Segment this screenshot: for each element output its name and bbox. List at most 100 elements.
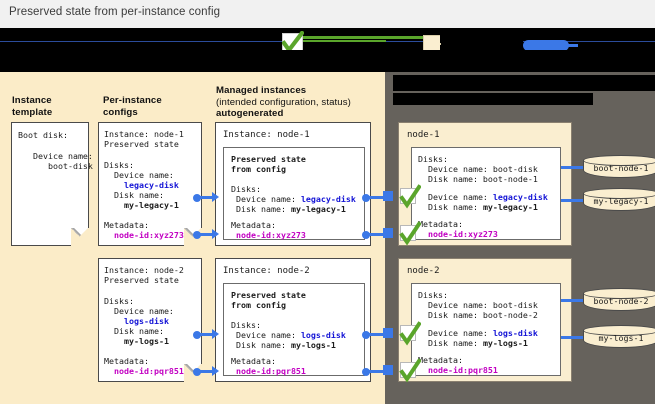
mi2-disk-name-label: Disk name: [231,340,291,350]
ri1-device-name-label: Device name: [418,192,493,202]
connector-line [368,196,386,199]
ri2-metadata-label: Metadata: [418,355,463,365]
connector-square [383,365,393,375]
connector-line [368,333,386,336]
legend-band [0,28,655,72]
mi2-disk-name-value: my-logs-1 [290,340,336,350]
instance-template-line2: template [12,106,53,118]
ri2-disk-name-label: Disk name: [418,338,483,348]
mi2-metadata-value: node-id:pqr851 [231,366,306,376]
connector-line-disk [561,336,583,339]
instance-template-line1: Instance [12,95,52,106]
right-panel-redaction-2 [393,93,593,105]
mi1-preserved-heading: Preserved state from config [231,154,306,175]
mi1-disks-label: Disks: [231,184,261,194]
ri2-disk-name-value: my-logs-1 [482,338,528,348]
mi2-preserved-heading: Preserved state from config [231,290,306,311]
connector-line [199,233,213,236]
mi1-preserved-state-inner: Preserved state from config Disks: Devic… [223,147,365,240]
connector-dot [362,194,370,202]
column-heading-per-instance-configs: Per-instance configs [103,95,203,118]
connector-line-disk [561,199,583,202]
connector-square [383,191,393,201]
disk-label: my-logs-1 [598,333,644,343]
cylinder-top [583,288,655,299]
ri2-disks-label: Disks: [418,290,448,300]
mi2-device-name-row: Device name: logs-disk [231,330,346,340]
connector-square [383,228,393,238]
connector-arrowhead [212,329,219,339]
ri1-disk-name-value: my-legacy-1 [482,202,538,212]
pic2-metadata-value: node-id:pqr851 [104,366,184,376]
connector-dot [362,331,370,339]
per-instance-configs-line1: Per-instance [103,95,162,106]
managed-instances-line3: autogenerated [216,108,284,119]
connector-line [368,370,386,373]
cylinder-top [583,188,655,199]
pic2-disks-label: Disks: [104,296,134,306]
mi1-metadata-label: Metadata: [231,220,276,230]
mi2-preserved-state-inner: Preserved state from config Disks: Devic… [223,283,365,376]
persistent-disk-boot-node-1: boot-node-1 [583,155,655,181]
ri2-device-name-label: Device name: [418,328,493,338]
preserved-check-badge [400,225,416,241]
mi1-device-name-label: Device name: [231,194,301,204]
legend-green-line-2 [296,40,386,42]
pic2-device-name-value: logs-disk [104,316,169,326]
pic2-device-name-label: Device name: [104,306,174,316]
connector-line [199,370,213,373]
running-instance-card-node-1: node-1 Disks: Device name: boot-disk Dis… [398,122,572,246]
managed-instances-line2: (intended configuration, status) [216,96,351,108]
legend-blue-disk-icon [523,40,569,51]
mi1-device-name-row: Device name: legacy-disk [231,194,356,204]
pic1-disk-name-value: my-legacy-1 [104,200,179,210]
connector-dot [193,368,201,376]
pic1-metadata-value: node-id:xyz273 [104,230,184,240]
ri2-disk-name-row: Disk name: my-logs-1 [418,338,528,348]
ri1-device-name-row: Device name: legacy-disk [418,192,548,202]
ri1-disk-name-label: Disk name: [418,202,483,212]
ri2-details-inner: Disks: Device name: boot-disk Disk name:… [411,283,561,376]
cylinder-top [583,325,655,336]
legend-redaction-5 [440,45,523,52]
mi2-device-name-value: logs-disk [300,330,346,340]
pic2-metadata-label: Metadata: [104,356,149,366]
page-title: Preserved state from per-instance config [9,6,221,18]
pic1-header: Instance: node-1 Preserved state [104,129,184,150]
mi1-disk-name-value: my-legacy-1 [290,204,346,214]
ri1-details-inner: Disks: Device name: boot-disk Disk name:… [411,147,561,240]
connector-arrowhead [212,366,219,376]
page-fold-corner-icon [71,228,89,246]
pic1-device-name-value: legacy-disk [104,180,179,190]
mi1-disk-name-row: Disk name: my-legacy-1 [231,204,346,214]
pic1-metadata-label: Metadata: [104,220,149,230]
ri2-boot-disk-line: Disk name: boot-node-2 [418,310,538,320]
managed-instance-card-node-1: Instance: node-1 Preserved state from co… [215,122,371,246]
mi2-disk-name-row: Disk name: my-logs-1 [231,340,336,350]
mi1-device-name-value: legacy-disk [300,194,356,204]
per-instance-config-card-node-1: Instance: node-1 Preserved state Disks: … [98,122,202,246]
connector-line-disk [561,299,583,302]
ri2-device-name-value: logs-disk [492,328,538,338]
legend-redaction-7 [578,42,655,52]
mi2-title: Instance: node-2 [223,266,310,276]
pic1-disks-label: Disks: [104,160,134,170]
ri1-boot-disk-line: Disk name: boot-node-1 [418,174,538,184]
connector-line [368,233,386,236]
legend-redaction-3 [305,42,423,51]
ri2-metadata-value: node-id:pqr851 [418,365,498,375]
ri2-device-name-row: Device name: logs-disk [418,328,538,338]
per-instance-configs-line2: configs [103,106,138,118]
pic2-disk-name-value: my-logs-1 [104,336,169,346]
caption-bar: Preserved state from per-instance config [0,0,655,28]
column-heading-managed-instances: Managed instances (intended configuratio… [216,85,386,120]
connector-square [383,328,393,338]
disk-label: boot-node-1 [593,163,649,173]
column-heading-instance-template: Instance template [12,95,102,118]
connector-dot [193,231,201,239]
ri1-metadata-value: node-id:xyz273 [418,229,498,239]
preserved-check-badge [400,325,416,341]
connector-line-disk [561,166,583,169]
mi1-disk-name-label: Disk name: [231,204,291,214]
